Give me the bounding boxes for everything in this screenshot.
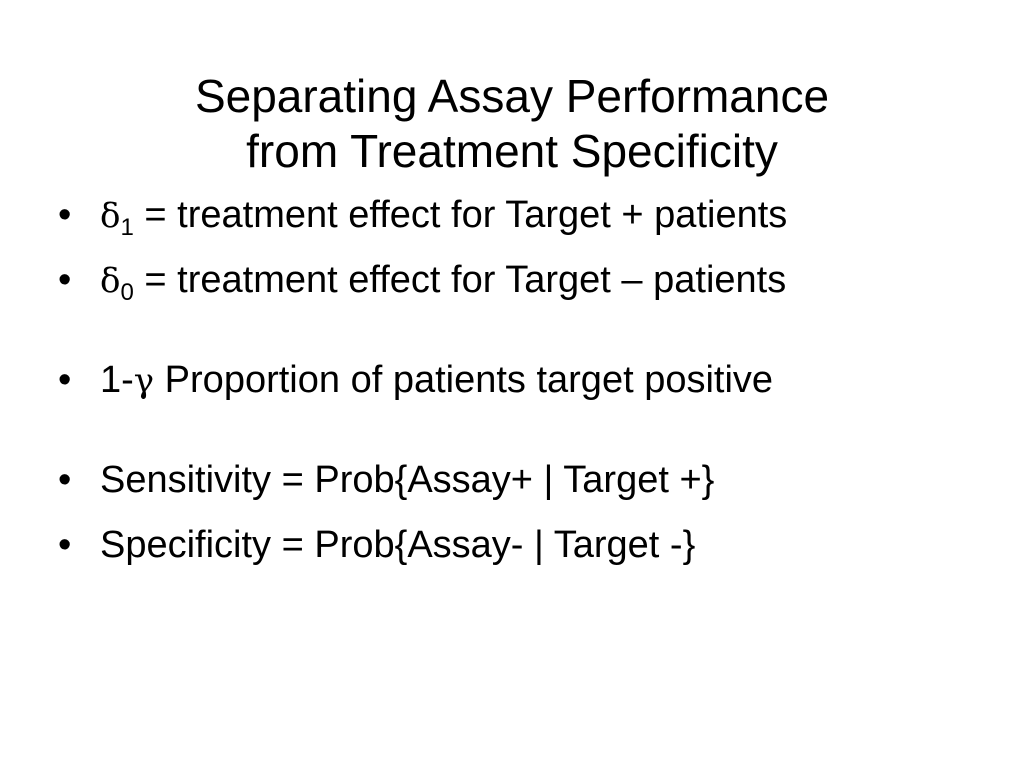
bullet-icon: • xyxy=(58,524,72,566)
bullet-sensitivity: • Sensitivity = Prob{Assay+ | Target +} xyxy=(58,455,998,505)
bullet-delta-1: • δ1 = treatment effect for Target + pat… xyxy=(58,190,998,241)
delta-symbol: δ xyxy=(100,261,121,301)
bullet-gamma: • 1-γ Proportion of patients target posi… xyxy=(58,355,998,405)
gamma-prefix: 1- xyxy=(100,359,134,401)
bullet-icon: • xyxy=(58,459,72,501)
gamma-symbol: γ xyxy=(133,361,155,401)
slide-title-line-2: from Treatment Specificity xyxy=(246,124,778,177)
delta-symbol: δ xyxy=(100,196,121,236)
bullet-delta-0: • δ0 = treatment effect for Target – pat… xyxy=(58,255,998,306)
bullet-list: • δ1 = treatment effect for Target + pat… xyxy=(58,190,998,585)
slide-title-line-1: Separating Assay Performance xyxy=(194,69,830,122)
slide-title: Separating Assay Performance from Treatm… xyxy=(0,69,1024,179)
bullet-icon: • xyxy=(58,259,72,301)
delta-subscript: 1 xyxy=(120,214,134,241)
bullet-text: = treatment effect for Target + patients xyxy=(133,194,788,236)
bullet-icon: • xyxy=(58,359,72,401)
bullet-specificity: • Specificity = Prob{Assay- | Target -} xyxy=(58,520,998,570)
bullet-text: = treatment effect for Target – patients xyxy=(133,259,787,301)
bullet-text: Proportion of patients target positive xyxy=(154,359,774,401)
delta-subscript: 0 xyxy=(120,279,134,306)
bullet-icon: • xyxy=(58,194,72,236)
bullet-text: Sensitivity = Prob{Assay+ | Target +} xyxy=(100,459,715,501)
bullet-text: Specificity = Prob{Assay- | Target -} xyxy=(100,524,696,566)
